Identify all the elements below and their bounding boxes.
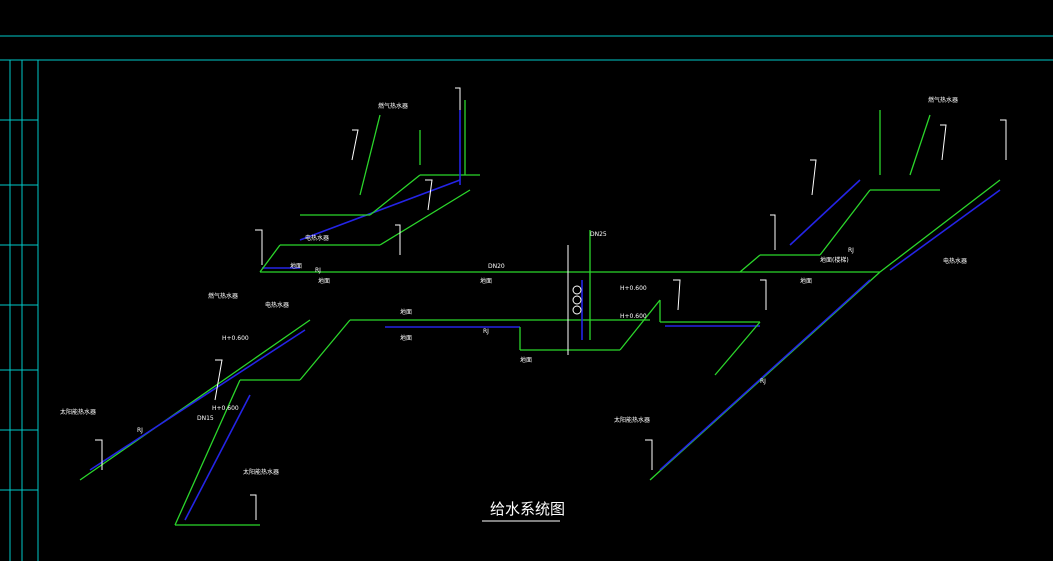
right-upper-branch	[739, 110, 1001, 273]
label-floor: 地面	[480, 277, 492, 285]
label-elevation: H+0.600	[620, 285, 647, 292]
label-rj: RJ	[848, 247, 854, 254]
label-floor: 地面	[400, 308, 412, 316]
drawing-frame	[0, 35, 1053, 561]
label-heater-bm: 太阳能热水器	[243, 468, 279, 476]
label-dn: DN20	[488, 263, 505, 270]
label-elevation: H+0.600	[620, 313, 647, 320]
label-floor: 地面	[290, 262, 302, 270]
label-heater-tl: 燃气热水器	[378, 102, 408, 110]
label-dn: DN15	[197, 415, 214, 422]
meter-icon	[572, 295, 582, 305]
label-floor: 地面	[318, 277, 330, 285]
label-elec-heater-tr: 电热水器	[265, 301, 289, 309]
label-rj: RJ	[315, 267, 321, 274]
label-floor: 地面	[400, 334, 412, 342]
label-rj: RJ	[760, 378, 766, 385]
label-heater-ml: 燃气热水器	[208, 292, 238, 300]
label-elec-heater-l: 电热水器	[305, 234, 329, 242]
label-elevation: H+0.600	[222, 335, 249, 342]
right-lower-branch	[649, 271, 881, 481]
label-heater-tr: 燃气热水器	[928, 96, 958, 104]
label-heater-bl: 太阳能热水器	[60, 408, 96, 416]
fixture-risers	[95, 87, 1007, 520]
drawing-title: 给水系统图	[490, 500, 565, 518]
label-floor: 地面	[520, 356, 532, 364]
central-riser	[567, 230, 591, 355]
label-rj: RJ	[137, 427, 143, 434]
meter-icon	[572, 305, 582, 315]
label-elec-heater-r: 电热水器	[943, 257, 967, 265]
label-heater-br: 太阳能热水器	[614, 416, 650, 424]
label-floor: 地面(楼梯)	[820, 256, 849, 264]
label-elevation: H+0.600	[212, 405, 239, 412]
label-floor: 地面	[800, 277, 812, 285]
annotations: 燃气热水器 燃气热水器 燃气热水器 太阳能热水器 太阳能热水器 太阳能热水器 电…	[60, 96, 967, 476]
meter-icon	[572, 285, 582, 295]
label-dn: DN25	[590, 231, 607, 238]
main-supply-pipe	[260, 267, 880, 381]
left-upper-branch	[259, 100, 480, 273]
left-lower-branch	[79, 319, 311, 526]
label-rj: RJ	[483, 328, 489, 335]
